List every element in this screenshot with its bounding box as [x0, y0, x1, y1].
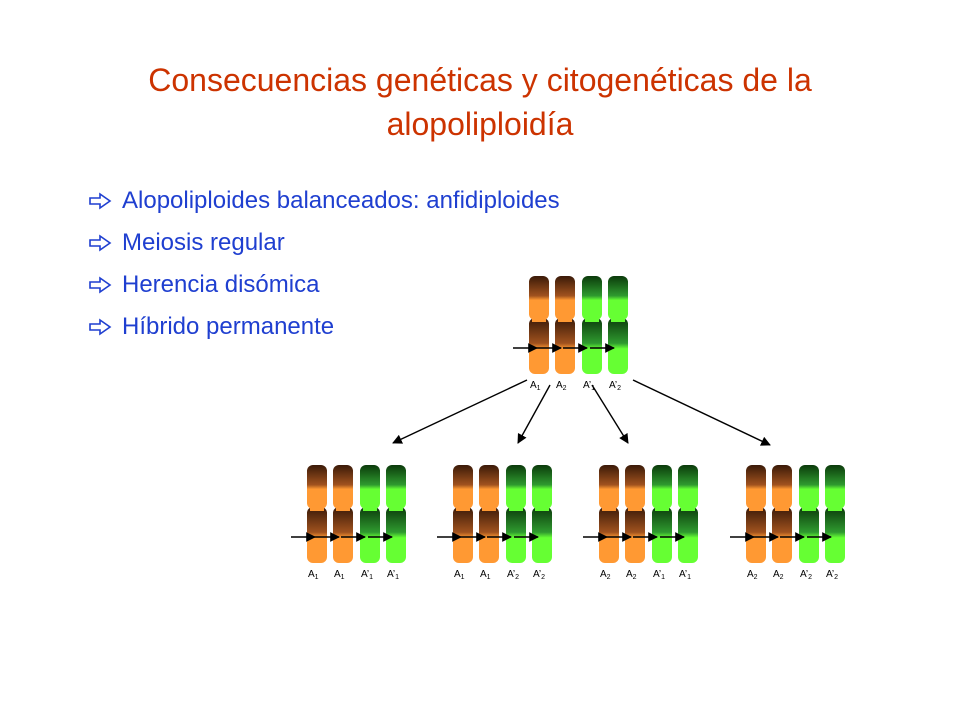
- chromosome-label: A2: [747, 569, 758, 581]
- orange-chromosome: [625, 465, 645, 563]
- segregation-arrows: [392, 379, 771, 446]
- chromosome-label: A’1: [387, 569, 399, 581]
- green-chromosome: [608, 276, 628, 374]
- green-chromosome: [825, 465, 845, 563]
- bullet-item: Alopoliploides balanceados: anfidiploide…: [88, 180, 560, 222]
- gamete-karyotype-2: A1 A1 A’2 A’2: [437, 465, 552, 581]
- bullet-item: Herencia disómica: [88, 264, 560, 306]
- chromosome-label: A2: [626, 569, 637, 581]
- parent-karyotype: A1 A2 A’1 A’2: [513, 276, 628, 392]
- gamete-karyotype-1: A1 A1 A’1 A’1: [291, 465, 406, 581]
- green-chromosome: [360, 465, 380, 563]
- gamete-karyotype-4: A2 A2 A’2 A’2: [730, 465, 845, 581]
- green-chromosome: [799, 465, 819, 563]
- chromosome-label: A2: [556, 380, 567, 392]
- green-chromosome: [506, 465, 526, 563]
- chromosome-label: A’1: [679, 569, 691, 581]
- orange-chromosome: [555, 276, 575, 374]
- green-chromosome: [532, 465, 552, 563]
- orange-chromosome: [599, 465, 619, 563]
- chromosome-label: A’2: [507, 569, 519, 581]
- gamete-karyotype-3: A2 A2 A’1 A’1: [583, 465, 698, 581]
- chromosome-label: A1: [308, 569, 319, 581]
- green-chromosome: [652, 465, 672, 563]
- segregation-arrow: [392, 379, 528, 444]
- bullet-text: Meiosis regular: [122, 229, 285, 256]
- chromosome-label: A1: [480, 569, 491, 581]
- chromosome-label: A1: [334, 569, 345, 581]
- orange-chromosome: [333, 465, 353, 563]
- orange-chromosome: [772, 465, 792, 563]
- chromosome-label: A’1: [653, 569, 665, 581]
- chromosome-label: A’2: [609, 380, 621, 392]
- bullet-text: Híbrido permanente: [122, 313, 335, 340]
- orange-chromosome: [453, 465, 473, 563]
- slide-title-line-2: alopoliploidía: [386, 106, 574, 142]
- outline-arrow-icon: [89, 234, 112, 252]
- bullet-text: Herencia disómica: [122, 271, 320, 298]
- outline-arrow-icon: [89, 192, 112, 210]
- chromosome-label: A’1: [361, 569, 373, 581]
- orange-chromosome: [529, 276, 549, 374]
- green-chromosome: [678, 465, 698, 563]
- chromosome-label: A’2: [533, 569, 545, 581]
- orange-chromosome: [746, 465, 766, 563]
- segregation-arrow: [517, 384, 551, 444]
- orange-chromosome: [479, 465, 499, 563]
- green-chromosome: [582, 276, 602, 374]
- slide-title-line-1: Consecuencias genéticas y citogenéticas …: [148, 62, 812, 98]
- bullet-item: Meiosis regular: [88, 222, 560, 264]
- chromosome-label: A1: [530, 380, 541, 392]
- segregation-arrow: [632, 379, 771, 446]
- chromosome-label: A2: [773, 569, 784, 581]
- segregation-arrow: [591, 384, 629, 444]
- orange-chromosome: [307, 465, 327, 563]
- chromosome-label: A’1: [583, 380, 595, 392]
- green-chromosome: [386, 465, 406, 563]
- bullet-text: Alopoliploides balanceados: anfidiploide…: [122, 187, 560, 214]
- chromosome-label: A2: [600, 569, 611, 581]
- outline-arrow-icon: [89, 318, 112, 336]
- chromosome-label: A’2: [800, 569, 812, 581]
- slide-title: Consecuencias genéticas y citogenéticas …: [40, 58, 920, 146]
- bullet-item: Híbrido permanente: [88, 306, 560, 348]
- chromosome-label: A’2: [826, 569, 838, 581]
- outline-arrow-icon: [89, 276, 112, 294]
- chromosome-label: A1: [454, 569, 465, 581]
- bullet-list: Alopoliploides balanceados: anfidiploide…: [88, 180, 560, 348]
